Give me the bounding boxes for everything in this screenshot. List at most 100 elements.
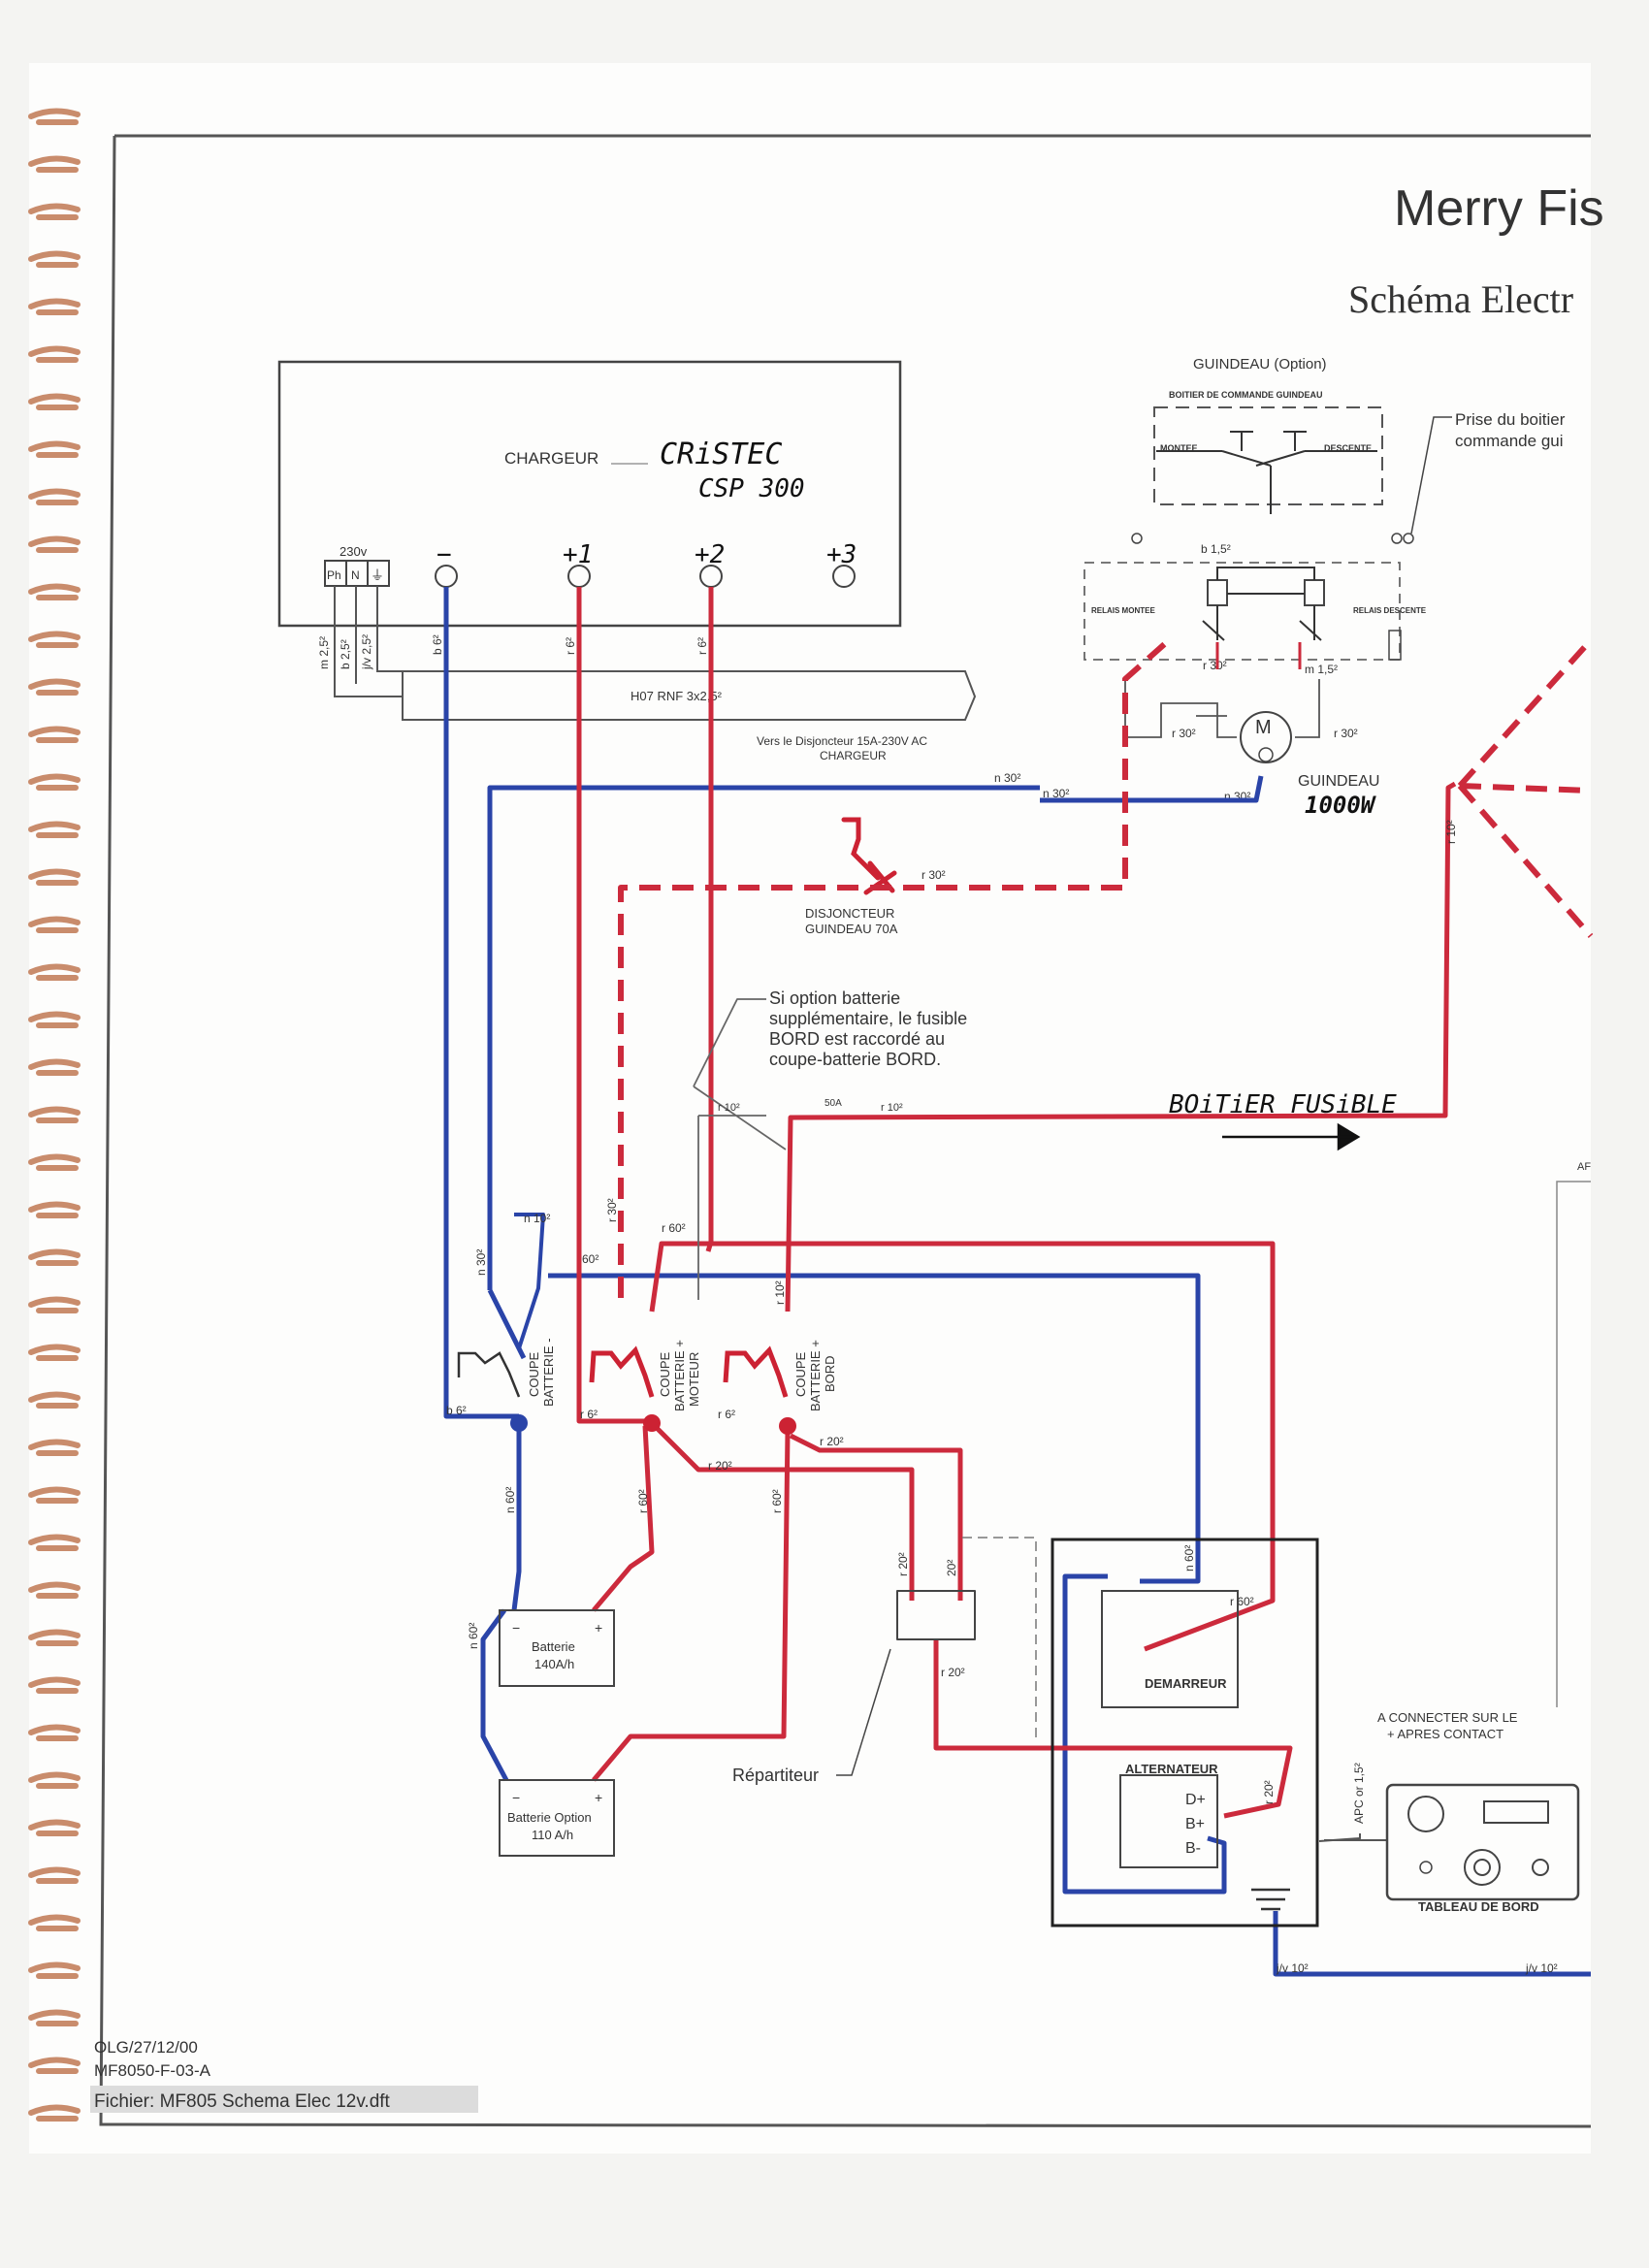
label-r60-starter: r 60²: [1230, 1595, 1254, 1608]
label-r60-bat2: r 60²: [770, 1489, 784, 1513]
batteries: −+ Batterie 140A/h −+ Batterie Option 11…: [499, 1609, 615, 1857]
binding-ring: [28, 1011, 81, 1028]
binding-ring: [28, 2104, 81, 2122]
battery-110-name: Batterie Option: [507, 1810, 592, 1825]
windlass-wire-r30-a: r 30²: [1203, 659, 1227, 672]
svg-text:−: −: [512, 1790, 520, 1805]
binding-ring: [28, 1866, 81, 1884]
binding-ring: [28, 535, 81, 553]
battery-140-capacity: 140A/h: [534, 1657, 574, 1671]
charger-label: CHARGEUR: [504, 449, 598, 468]
repartiteur-box: [896, 1590, 976, 1640]
footer-line2: MF8050-F-03-A: [94, 2061, 211, 2080]
option-note-line1: Si option batterie: [769, 988, 900, 1008]
label-r10-vert: r 10²: [773, 1280, 787, 1305]
label-r20-a: r 20²: [820, 1435, 844, 1448]
windlass-prise-2: commande gui: [1455, 432, 1564, 450]
title-main: Merry Fis: [1394, 180, 1604, 237]
battery-110-capacity: 110 A/h: [532, 1828, 573, 1842]
svg-text:+: +: [595, 1620, 602, 1636]
wiring: [443, 587, 1594, 1977]
footer-line1: OLG/27/12/00: [94, 2038, 198, 2057]
dashboard-display: [1483, 1800, 1549, 1824]
wire-charger-plus1: [576, 587, 645, 1424]
charger-box: CHARGEUR CRiSTEC CSP 300 230v Ph N ⏚ − +…: [277, 360, 902, 628]
label-r10-a: r 10²: [718, 1102, 740, 1114]
binding-ring: [28, 2009, 81, 2026]
charger-terminal-ph: Ph: [327, 568, 341, 582]
wire-n30-main: [487, 775, 1264, 1290]
drawing-frame: [99, 134, 1592, 2128]
switch-negative-label-2: BATTERIE -: [541, 1338, 556, 1407]
label-b6-bottom: b 6²: [446, 1404, 467, 1417]
label-jv10-a: j/v 10²: [1276, 1961, 1309, 1975]
label-r10-b: r 10²: [881, 1102, 903, 1114]
switch-bord-label-2: BATTERIE +: [808, 1340, 823, 1411]
wire-fuse-link: [693, 998, 787, 1300]
starter-label: DEMARREUR: [1145, 1676, 1227, 1691]
binding-ring: [28, 203, 81, 220]
fuse-box-handwritten: BOiTiER FUSiBLE: [1169, 1090, 1397, 1119]
option-note: Si option batterie supplémentaire, le fu…: [769, 988, 967, 1069]
ac-cable-note-2: CHARGEUR: [820, 749, 887, 762]
dashboard-panel: [1385, 1783, 1580, 1901]
label-r6-bottom1: r 6²: [580, 1408, 598, 1421]
label-r20-rep-c: r 20²: [941, 1666, 965, 1679]
binding-ring: [28, 678, 81, 696]
windlass-wire-m15: m 1,5²: [1305, 663, 1338, 676]
wire-r20-repartiteur-b: [789, 1433, 963, 1601]
charger-output-3: [832, 565, 856, 588]
windlass-motor-label: GUINDEAU: [1298, 773, 1379, 790]
dashboard-apc-label: APC or 1,5²: [1352, 1763, 1366, 1824]
wire-charger-negative: [443, 587, 519, 1419]
repartiteur-label: Répartiteur: [732, 1766, 819, 1785]
binding-ring: [28, 2057, 81, 2074]
dashboard-note-2: + APRES CONTACT: [1387, 1727, 1504, 1741]
windlass-relay-up: RELAIS MONTEE: [1091, 606, 1155, 615]
binding-ring: [28, 868, 81, 886]
wire-dash-engine: [962, 1537, 1037, 1741]
breaker-label-1: DISJONCTEUR: [805, 906, 894, 921]
binding-ring: [28, 1439, 81, 1456]
alternator-terminal-bminus: B-: [1185, 1840, 1201, 1857]
binding-ring: [28, 726, 81, 743]
label-r60-top: r 60²: [662, 1221, 686, 1235]
binding-ring: [28, 1486, 81, 1504]
footer-file-bg: [90, 2086, 478, 2113]
windlass-descente-label: DESCENTE: [1324, 443, 1372, 453]
dashboard-light: [1419, 1861, 1433, 1874]
svg-text:−: −: [512, 1620, 520, 1636]
ac-wire-m: m 2,5²: [317, 636, 331, 669]
binding-ring: [28, 440, 81, 458]
label-n30-left: n 30²: [994, 771, 1020, 785]
label-jv10-b: j/v 10²: [1525, 1961, 1558, 1975]
spiral-binding: [28, 108, 81, 2122]
binding-ring: [28, 1058, 81, 1076]
wire-n60-sw: [487, 1288, 527, 1360]
charger-output-neg-label: −: [436, 540, 452, 569]
windlass-wire-b15: b 1,5²: [1201, 542, 1231, 556]
switch-negative-label-1: COUPE: [527, 1351, 541, 1397]
option-note-line4: coupe-batterie BORD.: [769, 1050, 941, 1069]
option-note-line2: supplémentaire, le fusible: [769, 1009, 967, 1028]
dashboard-key: [1464, 1849, 1501, 1886]
windlass-prise-1: Prise du boitier: [1455, 410, 1566, 429]
label-r60-bat1: r 60²: [636, 1489, 650, 1513]
windlass-control-box-label: BOITIER DE COMMANDE GUINDEAU: [1169, 390, 1323, 400]
binding-ring: [28, 631, 81, 648]
wire-b-engine: [1062, 1573, 1227, 1895]
switch-bord-label-3: BORD: [823, 1355, 837, 1392]
binding-ring: [28, 963, 81, 981]
ac-cable-label: H07 RNF 3x2,5²: [630, 689, 723, 703]
windlass-motor-symbol: [1240, 711, 1292, 763]
switch-bord-label-1: COUPE: [793, 1351, 808, 1397]
paper-sheet: [29, 63, 1591, 2154]
dashboard-note-1: A CONNECTER SUR LE: [1377, 1710, 1518, 1725]
binding-ring: [28, 393, 81, 410]
binding-ring: [28, 250, 81, 268]
binding-ring: [28, 773, 81, 791]
binding-ring: [28, 1581, 81, 1599]
starter-motor: [1101, 1590, 1239, 1708]
battery-110: [499, 1779, 615, 1857]
